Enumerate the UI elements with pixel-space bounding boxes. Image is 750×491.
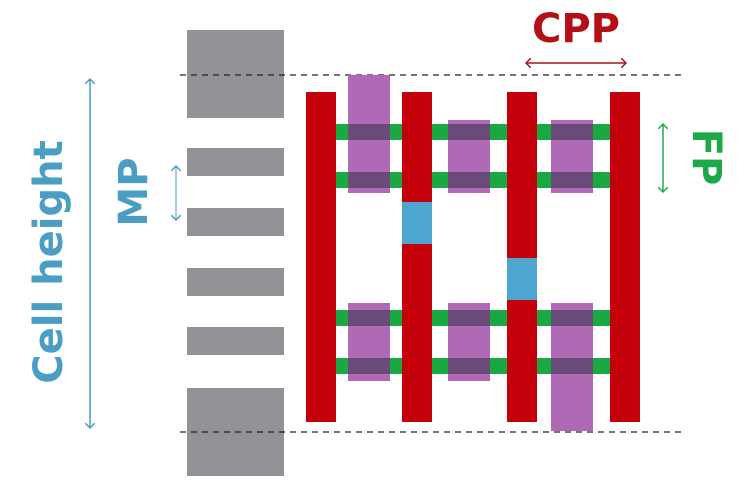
overlap — [551, 124, 593, 140]
contact-fin-overlaps — [348, 124, 593, 374]
overlap — [551, 310, 593, 326]
gate — [402, 92, 432, 422]
gate-via — [507, 258, 537, 300]
fp-label: FP — [683, 129, 729, 186]
overlap — [348, 358, 390, 374]
metal-tracks — [187, 30, 284, 476]
metal-track — [187, 148, 284, 176]
overlap — [551, 358, 593, 374]
overlap — [348, 310, 390, 326]
cpp-label: CPP — [532, 6, 620, 52]
metal-track — [187, 208, 284, 236]
overlap — [348, 172, 390, 188]
gate — [610, 92, 640, 422]
gate-vias — [402, 202, 537, 300]
gate — [507, 92, 537, 422]
metal-track — [187, 268, 284, 296]
gates — [306, 92, 640, 422]
overlap — [448, 358, 490, 374]
metal-track — [187, 30, 284, 118]
gate — [306, 92, 336, 422]
overlap — [348, 124, 390, 140]
overlap — [551, 172, 593, 188]
metal-track — [187, 327, 284, 355]
overlap — [448, 124, 490, 140]
cell-boundaries — [180, 74, 685, 433]
cell-height-label: Cell height — [26, 140, 72, 383]
mp-label: MP — [111, 157, 157, 226]
gate-via — [402, 202, 432, 244]
overlap — [448, 172, 490, 188]
overlap — [448, 310, 490, 326]
